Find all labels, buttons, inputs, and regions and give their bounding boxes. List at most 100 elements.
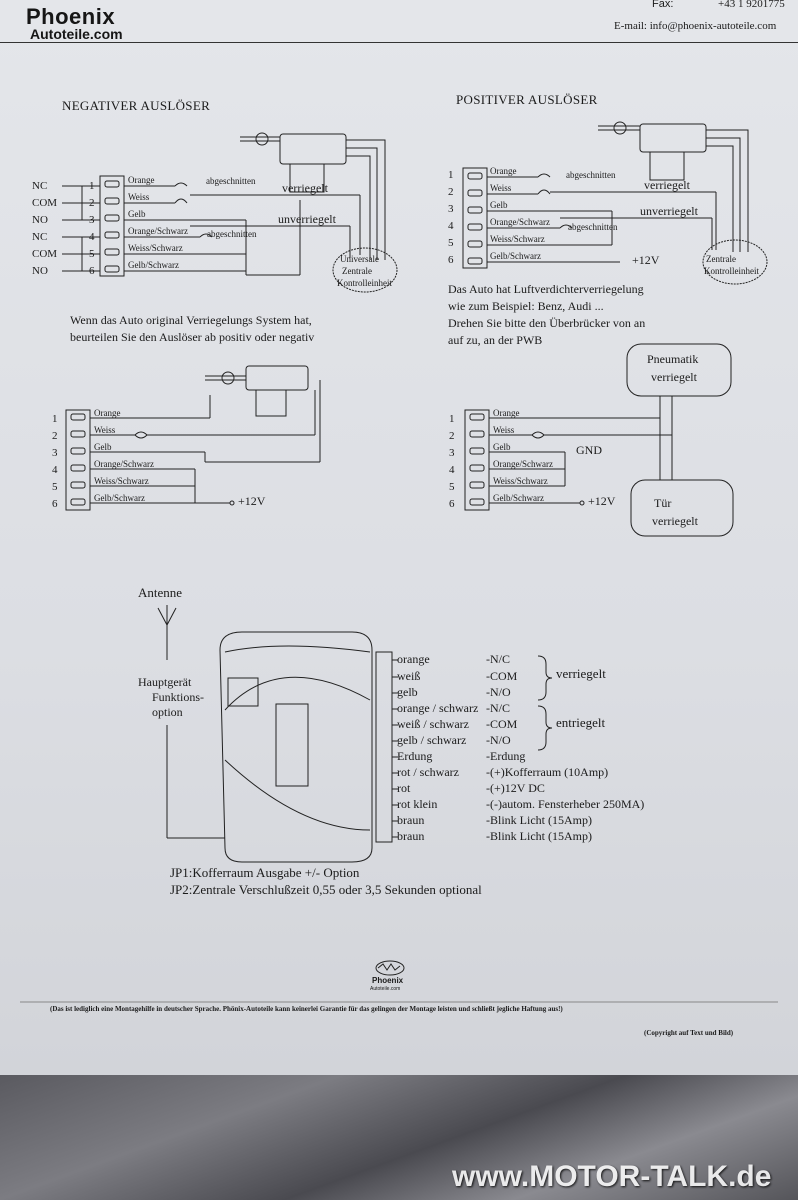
pin-wire-label: Erdung [397,749,433,763]
cut-label: abgeschnitten [207,229,257,239]
cut-label: abgeschnitten [206,176,256,186]
pin-wire-label: weiß / schwarz [397,717,469,731]
note-right-line: wie zum Beispiel: Benz, Audi ... [448,299,604,313]
positive-connector [462,167,488,269]
wire-label: Gelb [94,442,112,452]
wire-label: Weiss [94,425,116,435]
document-page [0,0,798,1075]
antenna-label: Antenne [138,585,183,600]
pin-wire-label: rot [397,781,411,795]
note-left-line: beurteilen Sie den Auslöser ab positiv o… [70,330,315,344]
pin-number: 1 [89,180,95,192]
wiring-diagram-lines [20,121,778,1003]
pin-number: 5 [52,481,58,493]
pin-function-label: -Blink Licht (15Amp) [486,829,592,843]
pin-number: 6 [448,254,454,266]
pneumatik-label: verriegelt [651,370,697,384]
wire-label: Gelb [490,200,508,210]
pin-number: 1 [52,413,58,425]
pin-function-label: -N/O [486,685,511,699]
wire-label: Gelb/Schwarz [490,251,541,261]
pin-function-label: -(+)Kofferraum (10Amp) [486,765,609,779]
pin-wire-label: rot klein [397,797,438,811]
site-watermark: www.MOTOR-TALK.de [452,1160,772,1193]
wire-label: Orange/Schwarz [94,459,154,469]
pin-number: 4 [89,231,95,243]
pin-function-label: -Erdung [486,749,526,763]
mid-right-connector [464,409,490,511]
pin-number: 6 [89,265,95,277]
pin-number: 3 [448,203,454,215]
wire-label: Gelb [128,209,146,219]
wire-label: Orange [128,175,155,185]
pin-wire-label: weiß [397,669,421,683]
terminal-label: NO [32,214,48,226]
wire-label: Orange [493,408,520,418]
pin-number: 3 [52,447,58,459]
unit-label: Zentrale [342,266,372,276]
pin-function-label: -(-)autom. Fensterheber 250MA) [486,797,645,811]
fax-number: +43 1 9201775 [718,0,785,10]
wire-label: Gelb/Schwarz [94,493,145,503]
wire-label: Orange [490,166,517,176]
door-label: verriegelt [652,514,698,528]
unit-label: Hauptgerät [138,675,192,689]
voltage-label: +12V [588,494,616,508]
unlocked-label: unverriegelt [278,212,336,226]
pin-number: 2 [89,197,95,209]
voltage-label: +12V [238,494,266,508]
brand-subtitle: Autoteile.com [30,26,123,42]
pin-number: 5 [449,481,455,493]
unit-label: Kontrolleinheit [704,266,759,276]
footer-copyright: (Copyright auf Text und Bild) [644,1029,734,1037]
wire-label: Weiss/Schwarz [493,476,548,486]
terminal-label: NC [32,180,48,192]
unit-label: Funktions- [152,690,205,704]
pin-function-label: -COM [486,669,518,683]
wire-label: Weiss [493,425,515,435]
pin-function-label: -N/C [486,652,510,666]
locked-label: verriegelt [282,181,328,195]
background-fabric [0,1075,798,1200]
positive-title: POSITIVER AUSLÖSER [456,92,598,107]
wire-label: Gelb [493,442,511,452]
unit-label: Zentrale [706,254,736,264]
pin-wire-label: orange [397,652,430,666]
wire-label: Weiss [490,183,512,193]
cut-label: abgeschnitten [568,222,618,232]
locked-label: verriegelt [644,178,690,192]
footer-logo-subtitle: Autoteile.com [370,986,401,992]
terminal-label: NC [32,231,48,243]
pin-number: 2 [52,430,58,442]
pneumatik-label: Pneumatik [647,352,699,366]
pin-number: 4 [52,464,58,476]
wire-label: Weiss [128,192,150,202]
wire-label: Gelb/Schwarz [128,260,179,270]
door-label: Tür [654,496,672,510]
pin-number: 5 [89,248,95,260]
pin-function-label: -COM [486,717,518,731]
pin-number: 3 [449,447,455,459]
ground-label: GND [576,443,602,457]
pin-function-label: -(+)12V DC [486,781,545,795]
fax-label: Fax: [652,0,674,10]
terminal-label: COM [32,197,58,209]
wire-label: Orange/Schwarz [493,459,553,469]
jp1-note: JP1:Kofferraum Ausgabe +/- Option [170,865,360,880]
wire-label: Gelb/Schwarz [493,493,544,503]
pin-number: 5 [448,237,454,249]
pin-wire-label: braun [397,829,425,843]
voltage-label: +12V [632,253,660,267]
cut-label: abgeschnitten [566,170,616,180]
unit-label: option [152,705,183,719]
header-divider [0,42,798,43]
pin-function-label: -N/C [486,701,510,715]
note-left-line: Wenn das Auto original Verriegelungs Sys… [70,313,312,327]
unlocked-label: unverriegelt [640,204,698,218]
pin-wire-label: braun [397,813,425,827]
pin-function-label: -Blink Licht (15Amp) [486,813,592,827]
terminal-label: NO [32,265,48,277]
footer-logo-text: Phoenix [372,976,404,985]
note-right-line: Drehen Sie bitte den Überbrücker von an [448,316,646,330]
mid-left-connector [65,409,91,511]
